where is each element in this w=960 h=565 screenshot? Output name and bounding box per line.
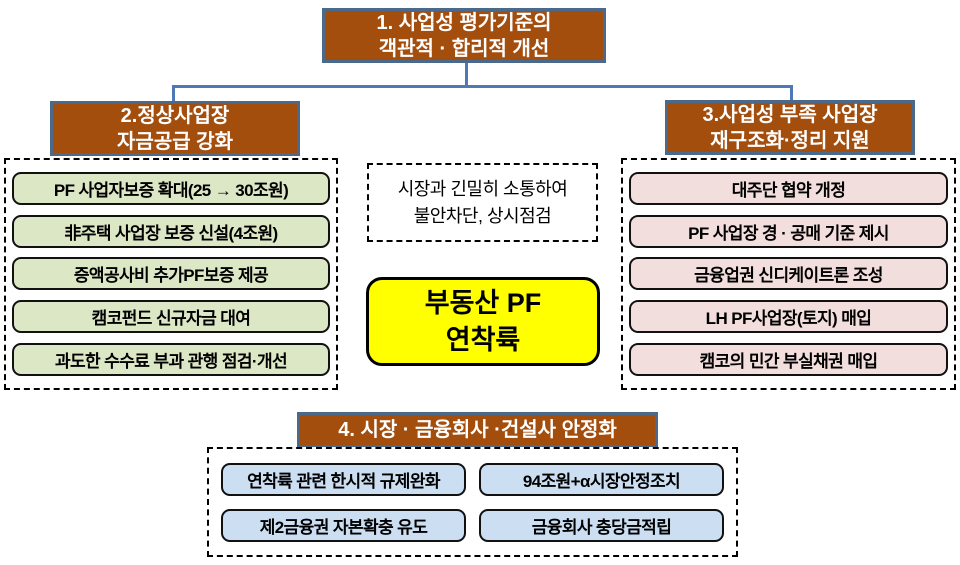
stabilization-item: 연착륙 관련 한시적 규제완화 [221,463,466,496]
right-group-container: 대주단 협약 개정 PF 사업장 경 · 공매 기준 제시 금융업권 신디케이트… [621,158,956,390]
connector-horizontal [172,85,793,88]
connector-right-vertical [790,85,793,102]
center-goal-line2: 연착륙 [445,324,521,355]
right-header-box: 3.사업성 부족 사업장 재구조화·정리 지원 [665,100,915,155]
bottom-group-container: 연착륙 관련 한시적 규제완화 94조원+α시장안정조치 제2금융권 자본확충 … [207,447,738,557]
restructure-item: 금융업권 신디케이트론 조성 [629,257,948,291]
left-header-box: 2.정상사업장 자금공급 강화 [50,101,300,156]
bottom-header-line: 4. 시장 · 금융회사 ·건설사 안정화 [338,419,617,441]
right-header-line1: 3.사업성 부족 사업장 [702,103,878,126]
restructure-item: 대주단 협약 개정 [629,171,948,205]
supply-item: 캠코펀드 신규자금 대여 [12,300,330,334]
right-header-line2: 재구조화·정리 지원 [710,129,870,152]
restructure-item: PF 사업장 경 · 공매 기준 제시 [629,214,948,248]
supply-item: 증액공사비 추가PF보증 제공 [12,257,330,291]
market-note-line2: 불안차단, 상시점검 [413,205,552,226]
supply-item: 과도한 수수료 부과 관행 점검·개선 [12,343,330,377]
restructure-item: LH PF사업장(토지) 매입 [629,300,948,334]
market-note-line1: 시장과 긴밀히 소통하여 [397,179,568,200]
stabilization-item: 제2금융권 자본확충 유도 [221,509,466,542]
stabilization-item: 94조원+α시장안정조치 [479,463,724,496]
bottom-header-box: 4. 시장 · 금융회사 ·건설사 안정화 [297,412,658,448]
connector-left-vertical [172,85,175,102]
center-goal-line1: 부동산 PF [424,288,542,319]
left-header-line1: 2.정상사업장 [120,104,230,127]
restructure-item: 캠코의 민간 부실채권 매입 [629,343,948,377]
connector-top-vertical [465,62,468,86]
top-header-box: 1. 사업성 평가기준의 객관적 · 합리적 개선 [322,8,606,63]
market-note-box: 시장과 긴밀히 소통하여 불안차단, 상시점검 [367,163,598,242]
top-header-line1: 1. 사업성 평가기준의 [376,11,552,34]
supply-item: PF 사업자보증 확대(25 → 30조원) [12,171,330,205]
left-header-line2: 자금공급 강화 [117,130,233,153]
stabilization-item: 금융회사 충당금적립 [479,509,724,542]
left-group-container: PF 사업자보증 확대(25 → 30조원) 非주택 사업장 보증 신설(4조원… [4,158,338,390]
center-goal-box: 부동산 PF 연착륙 [366,277,600,366]
supply-item: 非주택 사업장 보증 신설(4조원) [12,214,330,248]
top-header-line2: 객관적 · 합리적 개선 [378,37,550,60]
